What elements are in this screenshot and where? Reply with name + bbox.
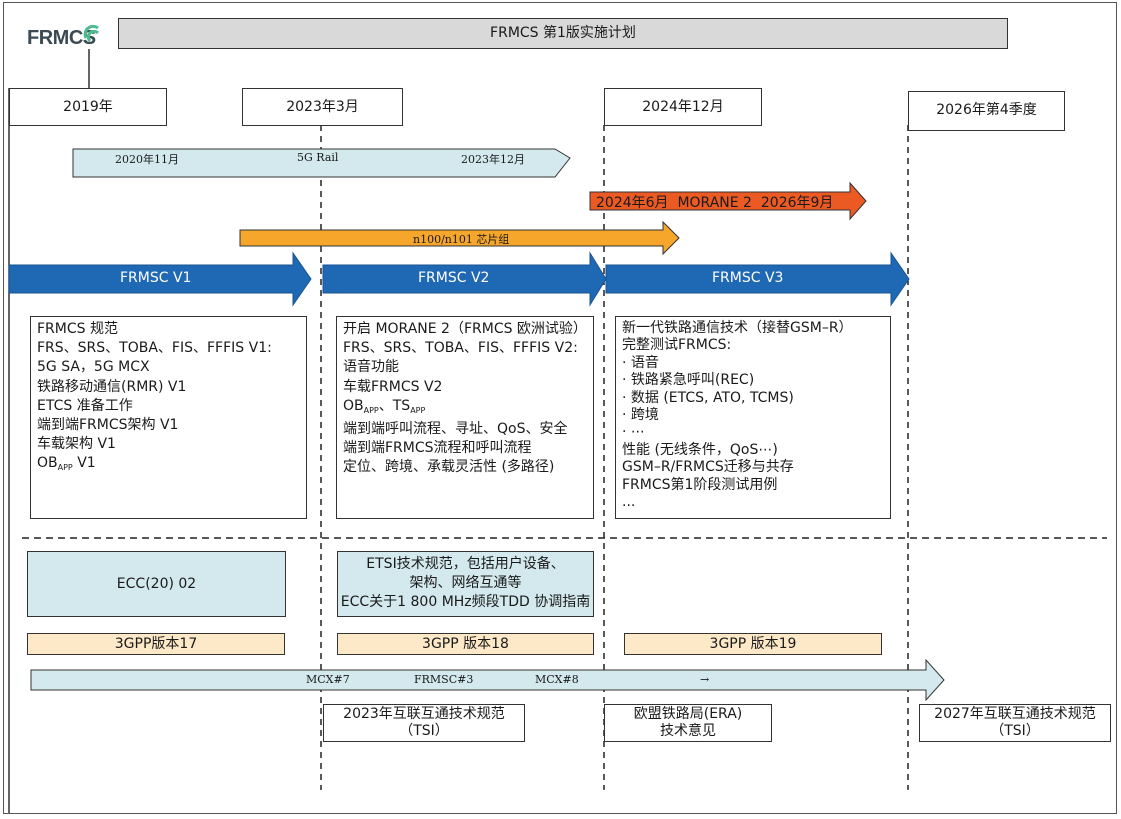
v2-content-box: 开启 MORANE 2（FRMCS 欧洲试验） FRS、SRS、TOBA、FIS… [336, 316, 594, 519]
3gpp-release-17: 3GPP版本17 [27, 633, 285, 655]
tsi-2027-line: （TSI） [990, 723, 1040, 739]
v3-line: · 铁路紧急呼叫(REC) [622, 372, 755, 389]
v3-line: 完整测试FRMCS: [622, 337, 732, 354]
date-2024-12: 2024年12月 [604, 88, 762, 126]
date-2019: 2019年 [9, 88, 167, 126]
tsi-2023-box: 2023年互联互通技术规范 （TSI） [323, 704, 525, 742]
v2-line: 定位、跨境、承载灵活性 (多路径) [343, 459, 555, 476]
tsi-2023-line: （TSI） [399, 723, 449, 739]
version-v1-label: FRMSC V1 [120, 270, 192, 286]
v1-arrow [8, 251, 312, 307]
v2-line: FRS、SRS、TOBA、FIS、FFFIS V2: [343, 340, 578, 357]
chipset-arrow [239, 220, 680, 256]
rail5g-start: 2020年11月 [115, 153, 179, 166]
v1-line: FRS、SRS、TOBA、FIS、FFFIS V1: [37, 340, 272, 357]
date-2026-q4: 2026年第4季度 [908, 91, 1065, 131]
morane2-arrow [589, 181, 867, 221]
v1-line: 端到端FRMCS架构 V1 [37, 417, 179, 434]
v1-line: 铁路移动通信(RMR) V1 [37, 378, 187, 395]
chipset-label: n100/n101 芯片组 [413, 233, 510, 246]
etsi-line: 架构、网络互通等 [409, 575, 522, 591]
v3-line: 新一代铁路通信技术（接替GSM–R） [622, 320, 853, 336]
frmcs-logo: FRMCS [27, 27, 96, 49]
version-v2-label: FRMSC V2 [418, 270, 490, 286]
v3-line: · 跨境 [622, 407, 659, 424]
v3-line: · 数据 (ETCS, ATO, TCMS) [622, 389, 794, 406]
v3-line: 性能 (无线条件，QoS⋯) [622, 441, 778, 458]
v1-line: FRMCS 规范 [37, 321, 118, 337]
logo-signal-icon [83, 24, 100, 43]
mcx-arrow [30, 658, 945, 702]
etsi-box: ETSI技术规范，包括用户设备、 架构、网络互通等 ECC关于1 800 MHz… [337, 551, 594, 617]
morane2-label: 2024年6月 MORANE 2 2026年9月 [596, 195, 834, 211]
v1-line: 5G SA，5G MCX [37, 359, 150, 376]
rail5g-mid: 5G Rail [297, 151, 339, 164]
v2-arrow [322, 251, 607, 307]
v1-content-box: FRMCS 规范 FRS、SRS、TOBA、FIS、FFFIS V1: 5G S… [30, 316, 307, 519]
v3-content-box: 新一代铁路通信技术（接替GSM–R） 完整测试FRMCS: · 语音 · 铁路紧… [615, 316, 891, 519]
v2-line: 端到端呼叫流程、寻址、QoS、安全 [343, 421, 568, 438]
v3-line: FRMCS第1阶段测试用例 [622, 476, 778, 493]
v2-line: 开启 MORANE 2（FRMCS 欧洲试验） [343, 321, 587, 337]
mcx7-label: MCX#7 [306, 673, 350, 686]
rail5g-arrow [72, 148, 571, 178]
3gpp-release-18: 3GPP 版本18 [337, 633, 594, 655]
v2-line: 端到端FRMCS流程和呼叫流程 [343, 440, 532, 457]
v3-line: · ⋯ [622, 424, 645, 441]
3gpp-release-19: 3GPP 版本19 [624, 633, 882, 655]
page-title: FRMCS 第1版实施计划 [118, 18, 1008, 49]
mcx8-label: MCX#8 [535, 673, 579, 686]
etsi-line: ECC关于1 800 MHz频段TDD 协调指南 [340, 594, 591, 610]
frmsc3-label: FRMSC#3 [414, 673, 474, 686]
era-line: 技术意见 [660, 723, 716, 739]
diagram-frame [3, 2, 1117, 814]
tsi-2023-line: 2023年互联互通技术规范 [343, 706, 505, 722]
v1-ob-line: OBAPP V1 [37, 455, 96, 473]
v3-line: ... [622, 494, 636, 511]
v3-line: · 语音 [622, 354, 659, 371]
v3-arrow [605, 251, 910, 307]
era-box: 欧盟铁路局(ERA) 技术意见 [604, 704, 772, 742]
v3-line: GSM–R/FRMCS迁移与共存 [622, 459, 794, 476]
v2-ob-line: OBAPP、TSAPP [343, 397, 426, 415]
tsi-2027-line: 2027年互联互通技术规范 [934, 706, 1096, 722]
version-v3-label: FRMSC V3 [712, 270, 784, 286]
v2-line: 语音功能 [343, 359, 399, 376]
ecc-box: ECC(20) 02 [27, 551, 286, 617]
tsi-2027-box: 2027年互联互通技术规范 （TSI） [919, 704, 1111, 742]
v1-line: ETCS 准备工作 [37, 397, 133, 414]
mcx-continue-label: → [700, 673, 710, 686]
v2-line: 车载FRMCS V2 [343, 378, 443, 395]
era-line: 欧盟铁路局(ERA) [633, 706, 743, 722]
rail5g-end: 2023年12月 [461, 153, 525, 166]
date-2023-03: 2023年3月 [242, 88, 403, 126]
etsi-line: ETSI技术规范，包括用户设备、 [366, 556, 565, 572]
v1-line: 车载架构 V1 [37, 436, 116, 453]
